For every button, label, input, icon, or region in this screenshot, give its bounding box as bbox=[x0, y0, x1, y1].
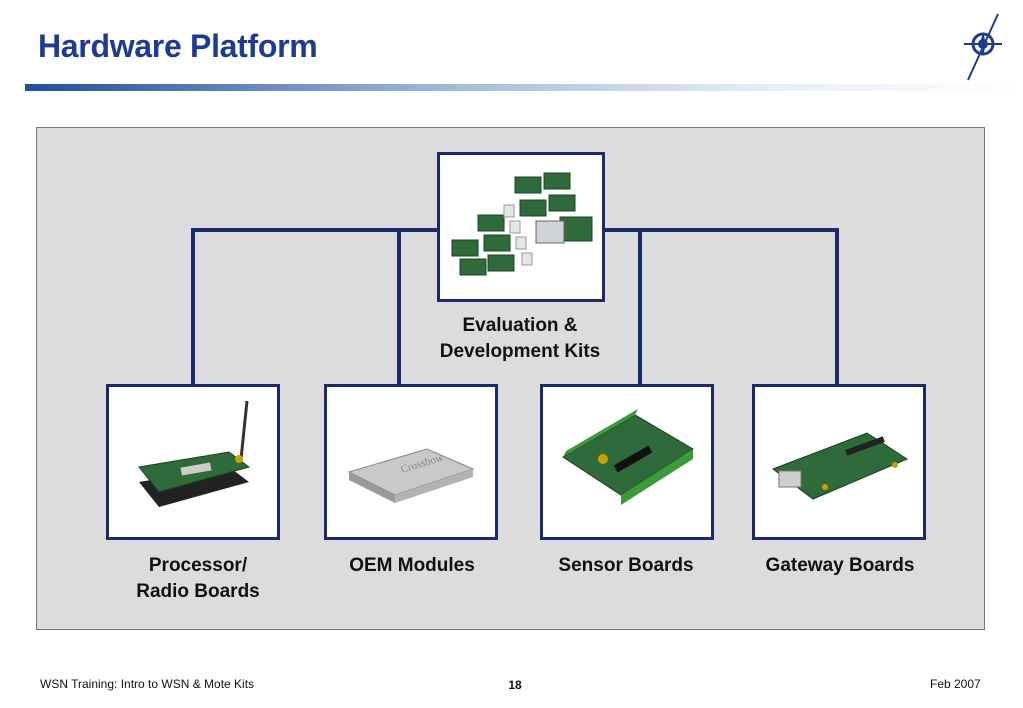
root-label-line2: Development Kits bbox=[439, 341, 601, 362]
child-label-sensor: Sensor Boards bbox=[536, 553, 716, 579]
child-1-label-line1: Processor/ bbox=[148, 555, 248, 576]
title-underline-bar bbox=[25, 84, 1023, 91]
page-number: 18 bbox=[508, 678, 522, 692]
oem-modules-image-box: Crossbow bbox=[324, 384, 498, 540]
child-label-oem: OEM Modules bbox=[322, 553, 502, 579]
sensor-boards-image-box bbox=[540, 384, 714, 540]
footer-right-text: Feb 2007 bbox=[930, 677, 981, 691]
eval-kits-image-box bbox=[437, 152, 605, 302]
child-label-gateway: Gateway Boards bbox=[750, 553, 930, 579]
connector-child-4 bbox=[835, 228, 839, 386]
child-1-label-line2: Radio Boards bbox=[136, 581, 260, 602]
footer-left-text: WSN Training: Intro to WSN & Mote Kits bbox=[40, 677, 255, 691]
processor-radio-image-box bbox=[106, 384, 280, 540]
gateway-boards-image-box bbox=[752, 384, 926, 540]
connector-child-1 bbox=[191, 228, 195, 386]
child-4-label-line1: Gateway Boards bbox=[765, 555, 915, 576]
processor-board-photo bbox=[109, 387, 277, 537]
eval-kits-photo bbox=[440, 155, 602, 299]
root-node-label: Evaluation & Development Kits bbox=[405, 313, 635, 365]
child-2-label-line1: OEM Modules bbox=[349, 555, 475, 576]
connector-child-3 bbox=[638, 228, 642, 386]
slide-title: Hardware Platform bbox=[38, 28, 318, 64]
child-label-processor: Processor/ Radio Boards bbox=[108, 553, 288, 605]
root-label-line1: Evaluation & bbox=[462, 315, 578, 336]
oem-module-photo: Crossbow bbox=[327, 387, 495, 537]
sensor-board-photo bbox=[543, 387, 711, 537]
gateway-board-photo bbox=[755, 387, 923, 537]
compass-star-logo-icon bbox=[964, 13, 1002, 81]
child-3-label-line1: Sensor Boards bbox=[558, 555, 694, 576]
connector-child-2 bbox=[397, 228, 401, 386]
